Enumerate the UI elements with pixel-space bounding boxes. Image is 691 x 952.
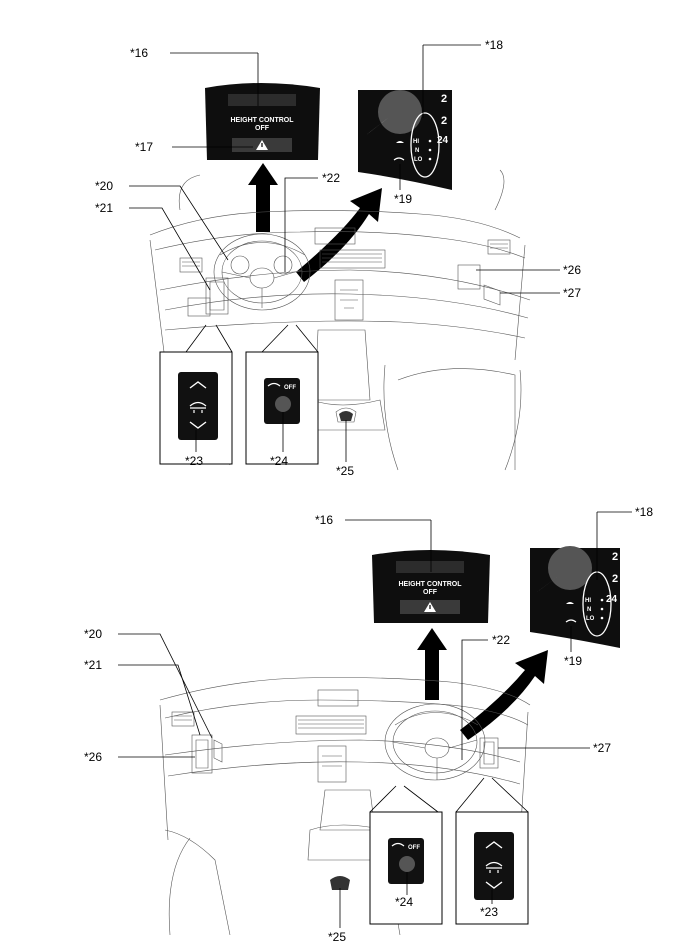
callout-16: *16 <box>130 46 148 60</box>
callout-25: *25 <box>336 464 354 478</box>
height-control-icon <box>189 401 207 413</box>
gauge-num-24: 24 <box>437 135 449 146</box>
gauge-lo-b: LO <box>586 616 595 622</box>
callout-18: *18 <box>485 38 503 52</box>
chevron-down-icon <box>189 421 207 429</box>
gauge-inset-bottom: HI N LO 2 2 24 <box>530 546 620 648</box>
gauge-num-mid-b: 2 <box>612 573 618 585</box>
lhd-diagram: HEIGHT CONTROL OFF *16 *17 HI N LO 2 <box>95 38 581 478</box>
callout-18-b: *18 <box>635 505 653 519</box>
callout-22: *22 <box>322 171 340 185</box>
gauge-num-top-b: 2 <box>612 551 618 563</box>
gauge-hi-b: HI <box>585 598 591 604</box>
gauge-num-top: 2 <box>441 93 447 105</box>
callout-23: *23 <box>185 454 203 468</box>
switch-off-label-b: OFF <box>408 845 420 851</box>
gauge-lo: LO <box>414 157 423 163</box>
gauge-n-b: N <box>587 607 591 613</box>
callout-21-b: *21 <box>84 658 102 672</box>
display-line1: HEIGHT CONTROL <box>231 117 295 124</box>
callout-20: *20 <box>95 179 113 193</box>
height-control-icon <box>391 842 405 847</box>
big-arrow-icon <box>248 163 382 282</box>
display-line2-b: OFF <box>423 589 438 596</box>
inset-switch-24-top: OFF <box>245 324 319 465</box>
height-control-icon <box>267 382 281 387</box>
callout-27: *27 <box>563 286 581 300</box>
multi-display-panel-top: HEIGHT CONTROL OFF <box>205 83 320 160</box>
chevron-down-icon <box>485 881 503 889</box>
callout-19: *19 <box>394 192 412 206</box>
callout-22-b: *22 <box>492 633 510 647</box>
callout-21: *21 <box>95 201 113 215</box>
inset-switch-24-bottom: OFF <box>369 785 443 925</box>
rhd-diagram: HEIGHT CONTROL OFF *16 HI N LO 2 2 24 <box>84 505 653 944</box>
callout-26-b: *26 <box>84 750 102 764</box>
callout-24-b: *24 <box>395 895 413 909</box>
multi-display-panel-bottom: HEIGHT CONTROL OFF <box>372 550 490 623</box>
height-control-icon <box>485 861 503 873</box>
gauge-inset-top: HI N LO 2 2 24 <box>358 90 452 190</box>
callout-26: *26 <box>563 263 581 277</box>
gauge-num-mid: 2 <box>441 115 447 127</box>
switch-off-label: OFF <box>284 385 296 391</box>
gauge-n: N <box>415 148 419 154</box>
height-control-icon <box>393 141 405 161</box>
gauge-hi: HI <box>413 139 419 145</box>
callout-16-b: *16 <box>315 513 333 527</box>
callout-24: *24 <box>270 454 288 468</box>
height-control-icon <box>565 602 577 623</box>
callout-25-b: *25 <box>328 930 346 944</box>
callout-17: *17 <box>135 140 153 154</box>
chevron-up-icon <box>485 841 503 849</box>
gauge-num-24-b: 24 <box>606 594 618 605</box>
callout-20-b: *20 <box>84 627 102 641</box>
inset-switch-23-bottom <box>455 777 529 925</box>
warning-icon <box>424 602 436 612</box>
chevron-up-icon <box>189 381 207 389</box>
display-line2: OFF <box>255 125 270 132</box>
inset-switch-23-top <box>159 324 233 465</box>
callout-27-b: *27 <box>593 741 611 755</box>
big-arrow-icon <box>417 628 548 740</box>
warning-icon <box>256 140 268 150</box>
callout-19-b: *19 <box>564 654 582 668</box>
display-line1-b: HEIGHT CONTROL <box>399 581 463 588</box>
callout-23-b: *23 <box>480 905 498 919</box>
